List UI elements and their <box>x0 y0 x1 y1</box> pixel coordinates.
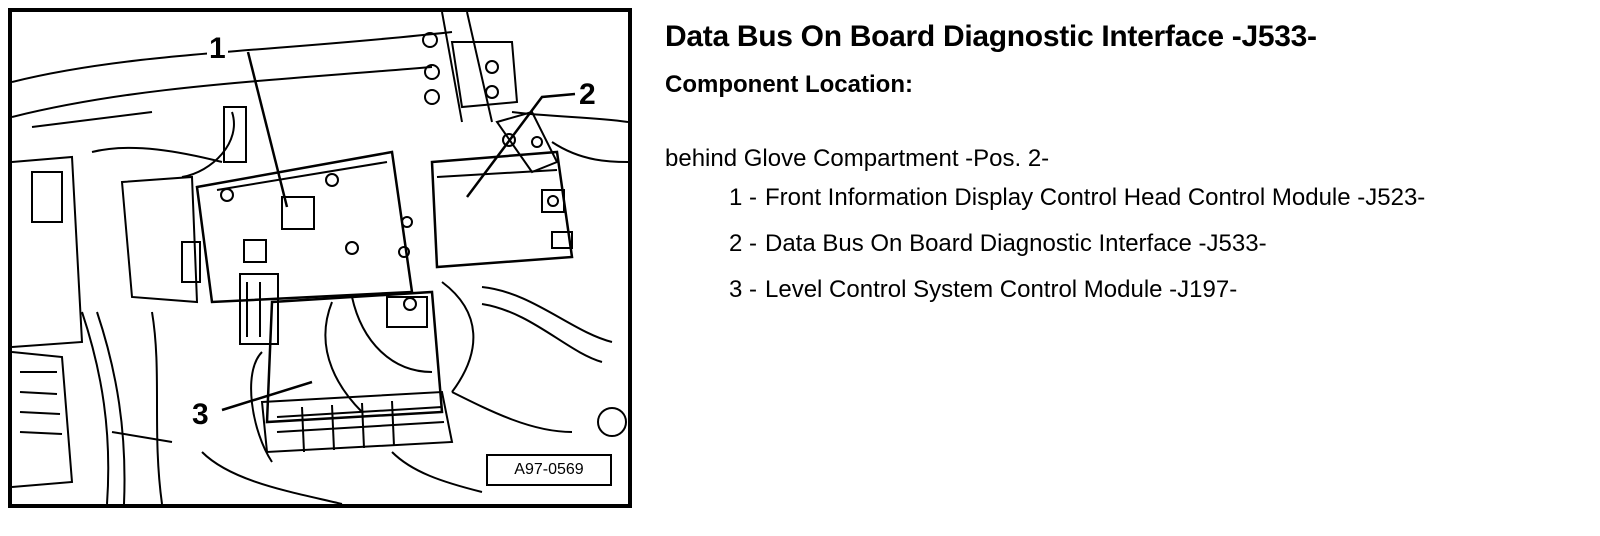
legend-label: Data Bus On Board Diagnostic Interface -… <box>765 230 1267 257</box>
legend-number: 3 - <box>729 276 758 303</box>
legend-number: 2 - <box>729 230 758 257</box>
legend-item-3: 3 - Level Control System Control Module … <box>665 274 1565 306</box>
legend-list: 1 - Front Information Display Control He… <box>665 182 1565 306</box>
legend-item-1: 1 - Front Information Display Control He… <box>665 182 1565 214</box>
legend-number: 1 - <box>729 184 758 211</box>
component-location-figure: 1 2 3 A97-0569 <box>8 8 632 508</box>
page-title: Data Bus On Board Diagnostic Interface -… <box>665 20 1317 53</box>
description-column: Data Bus On Board Diagnostic Interface -… <box>665 18 1565 320</box>
location-text: behind Glove Compartment -Pos. 2- <box>665 145 1050 172</box>
figure-code: A97-0569 <box>486 454 612 486</box>
legend-label: Level Control System Control Module -J19… <box>765 276 1238 303</box>
section-subtitle: Component Location: <box>665 71 913 98</box>
callout-1: 1 <box>207 32 228 65</box>
legend-item-2: 2 - Data Bus On Board Diagnostic Interfa… <box>665 228 1565 260</box>
legend-label: Front Information Display Control Head C… <box>765 184 1426 211</box>
callout-3: 3 <box>190 398 211 431</box>
callout-2: 2 <box>577 78 598 111</box>
line-drawing-illustration <box>12 12 628 504</box>
